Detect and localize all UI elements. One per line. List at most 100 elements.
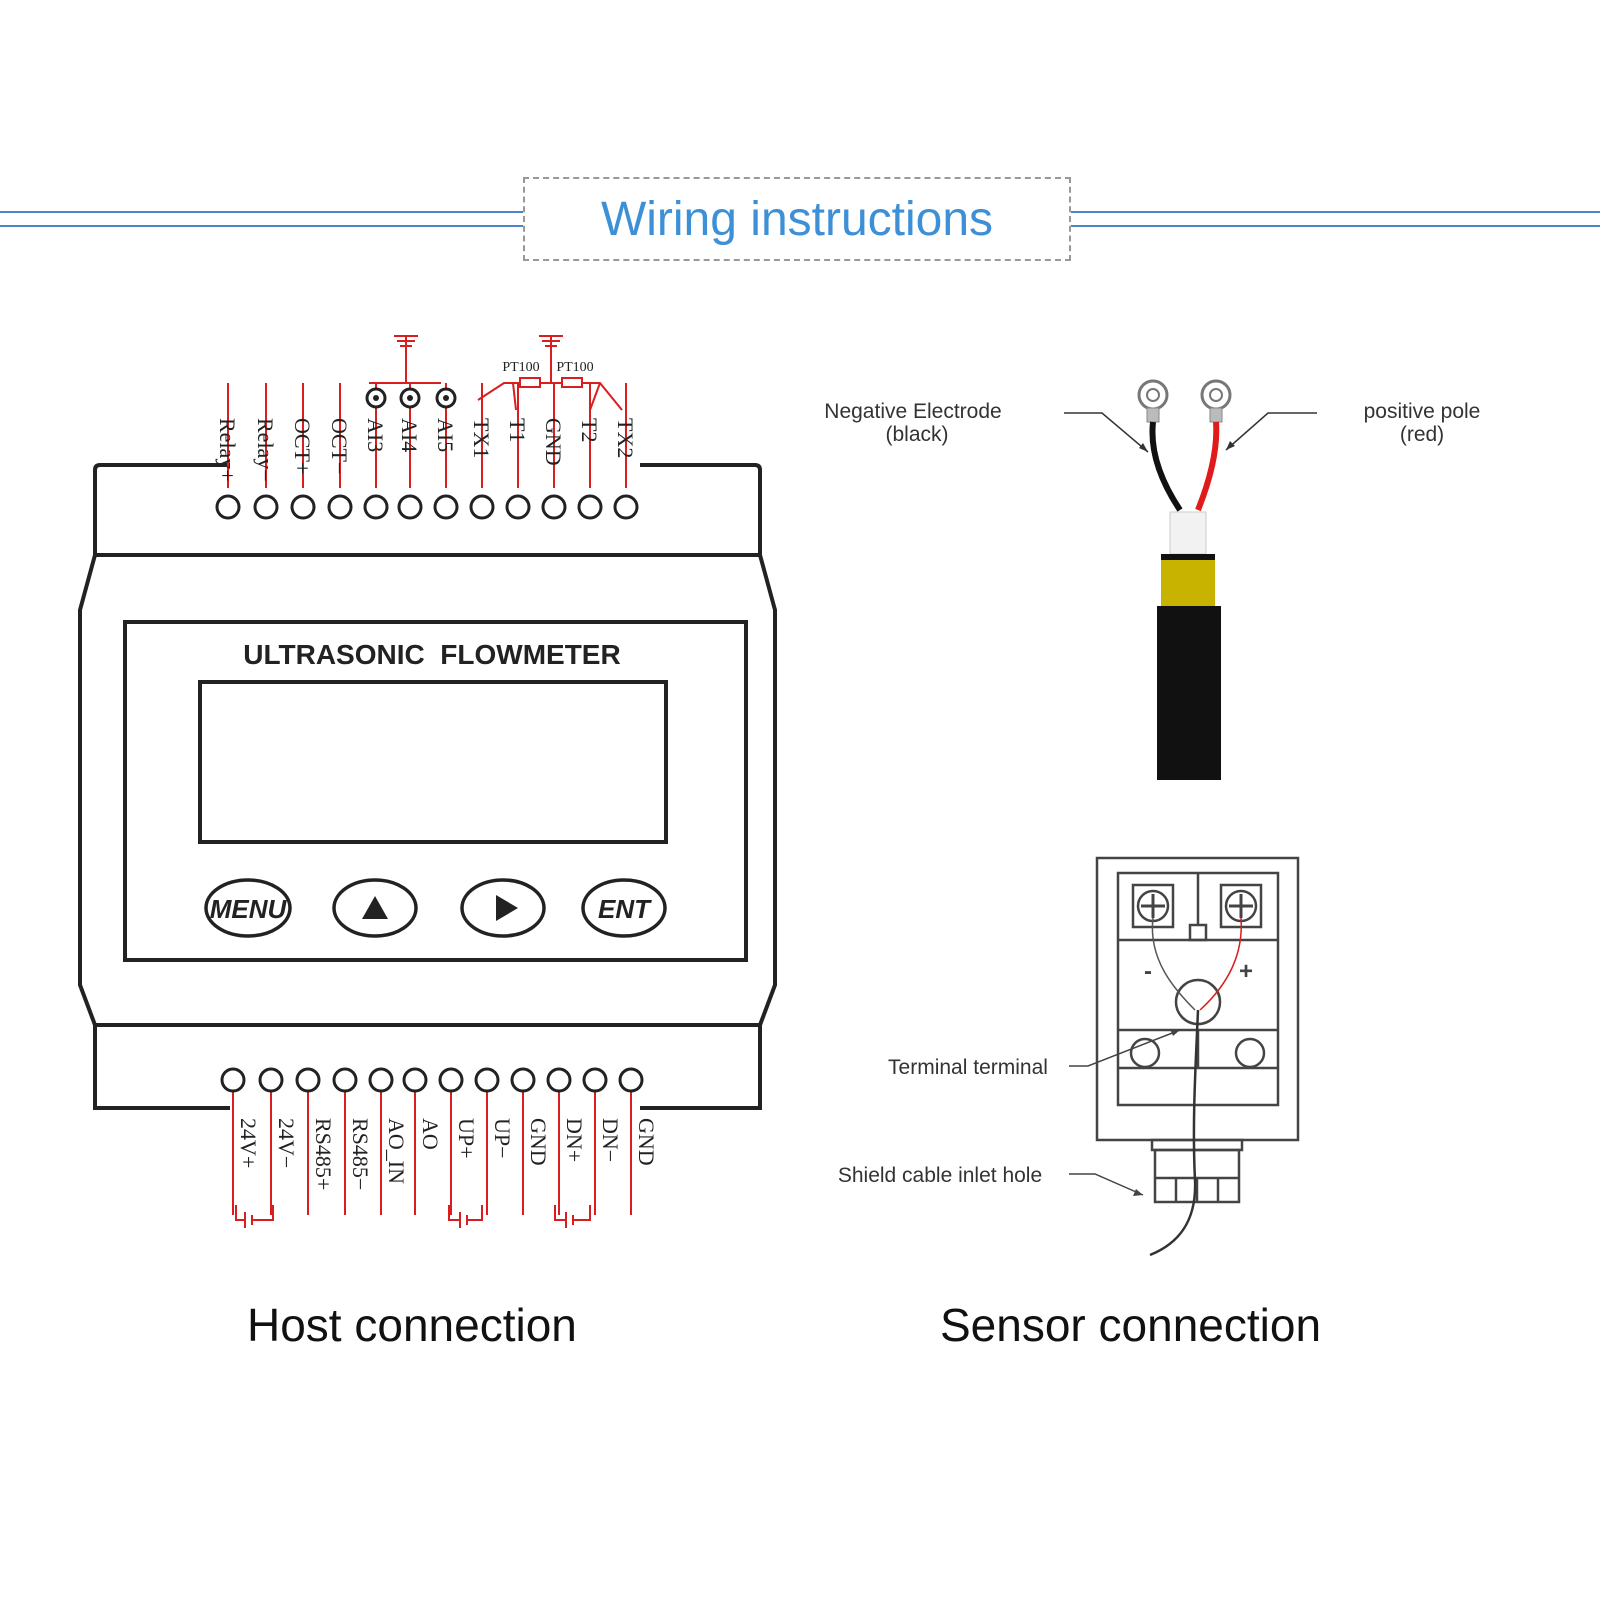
up-arrow-icon bbox=[362, 896, 388, 919]
right-arrow-icon bbox=[496, 895, 518, 921]
top-terminal: OCT+ bbox=[290, 383, 316, 520]
ent-button-label: ENT bbox=[598, 894, 652, 924]
terminal-screw-hole[interactable] bbox=[582, 1067, 608, 1093]
terminal-label: RS485− bbox=[348, 1118, 373, 1190]
terminal-screw-hole[interactable] bbox=[215, 494, 241, 520]
terminal-screw-hole[interactable] bbox=[541, 494, 567, 520]
sensor-cable bbox=[1064, 379, 1317, 780]
terminal-screw-hole[interactable] bbox=[469, 494, 495, 520]
terminal-label: Relay− bbox=[253, 418, 278, 482]
terminal-label: UP+ bbox=[454, 1118, 479, 1159]
terminal-screw-hole[interactable] bbox=[577, 494, 603, 520]
terminal-screw-hole[interactable] bbox=[295, 1067, 321, 1093]
terminal-label: GND bbox=[634, 1118, 659, 1166]
terminal-screw-hole[interactable] bbox=[258, 1067, 284, 1093]
positive-pole-label: positive pole bbox=[1364, 400, 1481, 423]
terminal-label: OCT− bbox=[327, 418, 352, 474]
front-panel bbox=[123, 620, 748, 962]
negative-electrode-label: Negative Electrode bbox=[824, 400, 1001, 423]
terminal-screw-hole[interactable] bbox=[397, 494, 423, 520]
terminal-screw-hole[interactable] bbox=[618, 1067, 644, 1093]
terminal-screw-hole[interactable] bbox=[327, 494, 353, 520]
up-button[interactable] bbox=[332, 878, 418, 938]
title-box: Wiring instructions bbox=[523, 177, 1071, 261]
bottom-terminal: UP+ bbox=[438, 1067, 479, 1215]
black-wire bbox=[1149, 421, 1183, 512]
top-terminal: TX1 bbox=[469, 383, 495, 520]
bottom-terminal: RS485− bbox=[332, 1067, 373, 1215]
terminal-screw-hole[interactable] bbox=[546, 1067, 572, 1093]
bottom-terminal: UP− bbox=[474, 1067, 515, 1215]
terminal-screw-hole[interactable] bbox=[505, 494, 531, 520]
header-rule-right-bottom bbox=[1071, 225, 1600, 227]
ent-button[interactable]: ENT bbox=[581, 878, 667, 938]
terminal-label: Terminal terminal bbox=[888, 1056, 1048, 1079]
top-terminal: AI4 bbox=[397, 383, 423, 520]
top-terminal: AI3 bbox=[363, 383, 389, 520]
battery-icon bbox=[235, 1205, 274, 1228]
terminal-screw-hole[interactable] bbox=[474, 1067, 500, 1093]
bottom-terminal: GND bbox=[510, 1067, 551, 1215]
menu-button-label: MENU bbox=[210, 894, 288, 924]
heat-shrink-tube bbox=[1161, 554, 1215, 608]
internal-positive-wire bbox=[1199, 917, 1242, 1011]
minus-sign: - bbox=[1144, 958, 1152, 985]
right-button[interactable] bbox=[460, 878, 546, 938]
header-rule-right-top bbox=[1071, 211, 1600, 213]
terminal-label: Relay+ bbox=[215, 418, 240, 482]
terminal-screw-hole[interactable] bbox=[253, 494, 279, 520]
top-terminal: T1 bbox=[505, 383, 531, 520]
internal-negative-wire bbox=[1151, 917, 1196, 1011]
terminal-label: TX1 bbox=[469, 418, 494, 458]
terminal-label: AI5 bbox=[433, 418, 458, 452]
bottom-terminal: 24V− bbox=[258, 1067, 299, 1215]
terminal-label: 24V+ bbox=[236, 1118, 261, 1168]
battery-icon bbox=[448, 1205, 483, 1228]
bottom-terminal: DN+ bbox=[546, 1067, 587, 1215]
plus-sign: + bbox=[1239, 958, 1253, 985]
bottom-terminal: AO bbox=[402, 1067, 443, 1215]
terminal-label: UP− bbox=[490, 1118, 515, 1159]
top-terminal: Relay+ bbox=[215, 383, 241, 520]
pt100-resistor-network bbox=[477, 377, 623, 411]
device-label: ULTRASONIC FLOWMETER bbox=[243, 639, 620, 670]
lcd-display bbox=[198, 680, 668, 844]
terminal-screw-hole[interactable] bbox=[613, 494, 639, 520]
terminal-label: AI3 bbox=[363, 418, 388, 452]
terminal-screw-hole[interactable] bbox=[510, 1067, 536, 1093]
negative-electrode-color: (black) bbox=[885, 423, 948, 446]
header-rule-left-bottom bbox=[0, 225, 523, 227]
terminal-label: DN− bbox=[598, 1118, 623, 1162]
terminal-screw-hole[interactable] bbox=[402, 1067, 428, 1093]
flowmeter-device bbox=[78, 463, 777, 1110]
terminal-label: RS485+ bbox=[311, 1118, 336, 1190]
bottom-terminal: 24V+ bbox=[220, 1067, 261, 1215]
host-connection-caption: Host connection bbox=[247, 1299, 577, 1351]
bottom-terminal: AO_IN bbox=[368, 1067, 409, 1215]
ground-icon bbox=[394, 335, 418, 383]
mounting-hole bbox=[1234, 1037, 1266, 1069]
positive-pole-color: (red) bbox=[1400, 423, 1444, 446]
terminal-screw-hole[interactable] bbox=[220, 1067, 246, 1093]
terminal-label: AO bbox=[418, 1118, 443, 1150]
terminal-label: T2 bbox=[577, 418, 602, 442]
bottom-terminal: RS485+ bbox=[295, 1067, 336, 1215]
shield-cable-label: Shield cable inlet hole bbox=[838, 1164, 1042, 1187]
terminal-screw-hole[interactable] bbox=[363, 494, 389, 520]
terminal-label: GND bbox=[526, 1118, 551, 1166]
terminal-screw-hole[interactable] bbox=[332, 1067, 358, 1093]
pt100-label: PT100 bbox=[556, 360, 593, 375]
terminal-label: AO_IN bbox=[384, 1118, 409, 1184]
terminal-screw-hole[interactable] bbox=[433, 494, 459, 520]
terminal-screw-hole[interactable] bbox=[368, 1067, 394, 1093]
terminal-label: 24V− bbox=[274, 1118, 299, 1168]
terminal-screw-hole[interactable] bbox=[438, 1067, 464, 1093]
terminal-label: AI4 bbox=[397, 418, 422, 452]
terminal-label: OCT+ bbox=[290, 418, 315, 474]
terminal-screw-hole[interactable] bbox=[290, 494, 316, 520]
top-terminal: T2 bbox=[577, 383, 603, 520]
menu-button[interactable]: MENU bbox=[204, 878, 292, 938]
